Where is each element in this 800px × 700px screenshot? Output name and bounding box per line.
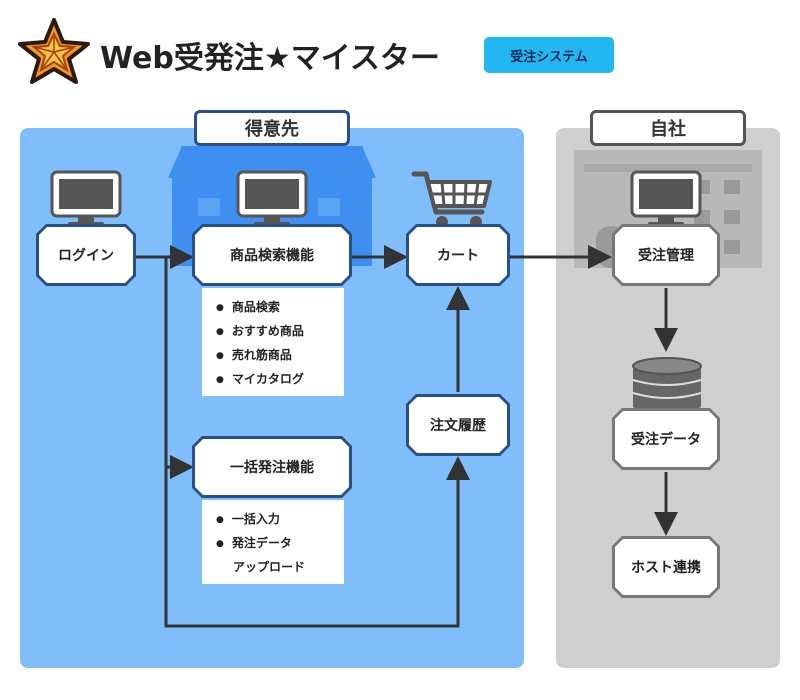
search-feature-list: 商品検索 おすすめ商品 売れ筋商品 マイカタログ xyxy=(202,288,344,396)
login-node[interactable]: ログイン xyxy=(36,224,136,286)
app-title: Web受発注★マイスター xyxy=(100,41,440,76)
order-history-node[interactable]: 注文履歴 xyxy=(406,394,510,456)
order-management-label: 受注管理 xyxy=(638,248,694,264)
host-integration-label: ホスト連携 xyxy=(631,560,701,576)
cart-node[interactable]: カート xyxy=(406,224,510,286)
list-item: 商品検索 xyxy=(216,296,344,320)
own-company-label: 自社 xyxy=(590,110,746,146)
order-management-node[interactable]: 受注管理 xyxy=(612,224,720,286)
list-item: おすすめ商品 xyxy=(216,320,344,344)
product-search-label: 商品検索機能 xyxy=(230,248,314,264)
list-item: マイカタログ xyxy=(216,368,344,392)
login-label: ログイン xyxy=(58,248,114,264)
star-logo-icon xyxy=(18,18,90,84)
bulk-feature-list: 一括入力 発注データ アップロード xyxy=(202,500,344,584)
shopping-cart-icon xyxy=(411,171,492,228)
list-item: 一括入力 xyxy=(216,508,344,532)
host-integration-node[interactable]: ホスト連携 xyxy=(612,536,720,598)
list-item: 発注データ xyxy=(216,532,344,556)
order-data-label: 受注データ xyxy=(631,432,701,448)
system-badge: 受注システム xyxy=(484,37,614,73)
computer-monitor-icon xyxy=(50,170,122,227)
order-history-label: 注文履歴 xyxy=(430,418,486,434)
list-item: 売れ筋商品 xyxy=(216,344,344,368)
bulk-order-label: 一括発注機能 xyxy=(230,460,314,476)
client-label: 得意先 xyxy=(194,110,350,146)
order-data-node[interactable]: 受注データ xyxy=(612,408,720,470)
database-icon xyxy=(632,357,702,413)
bulk-order-node[interactable]: 一括発注機能 xyxy=(192,436,352,498)
list-item-continuation: アップロード xyxy=(233,560,306,574)
product-search-node[interactable]: 商品検索機能 xyxy=(192,224,352,286)
cart-label: カート xyxy=(437,248,479,264)
